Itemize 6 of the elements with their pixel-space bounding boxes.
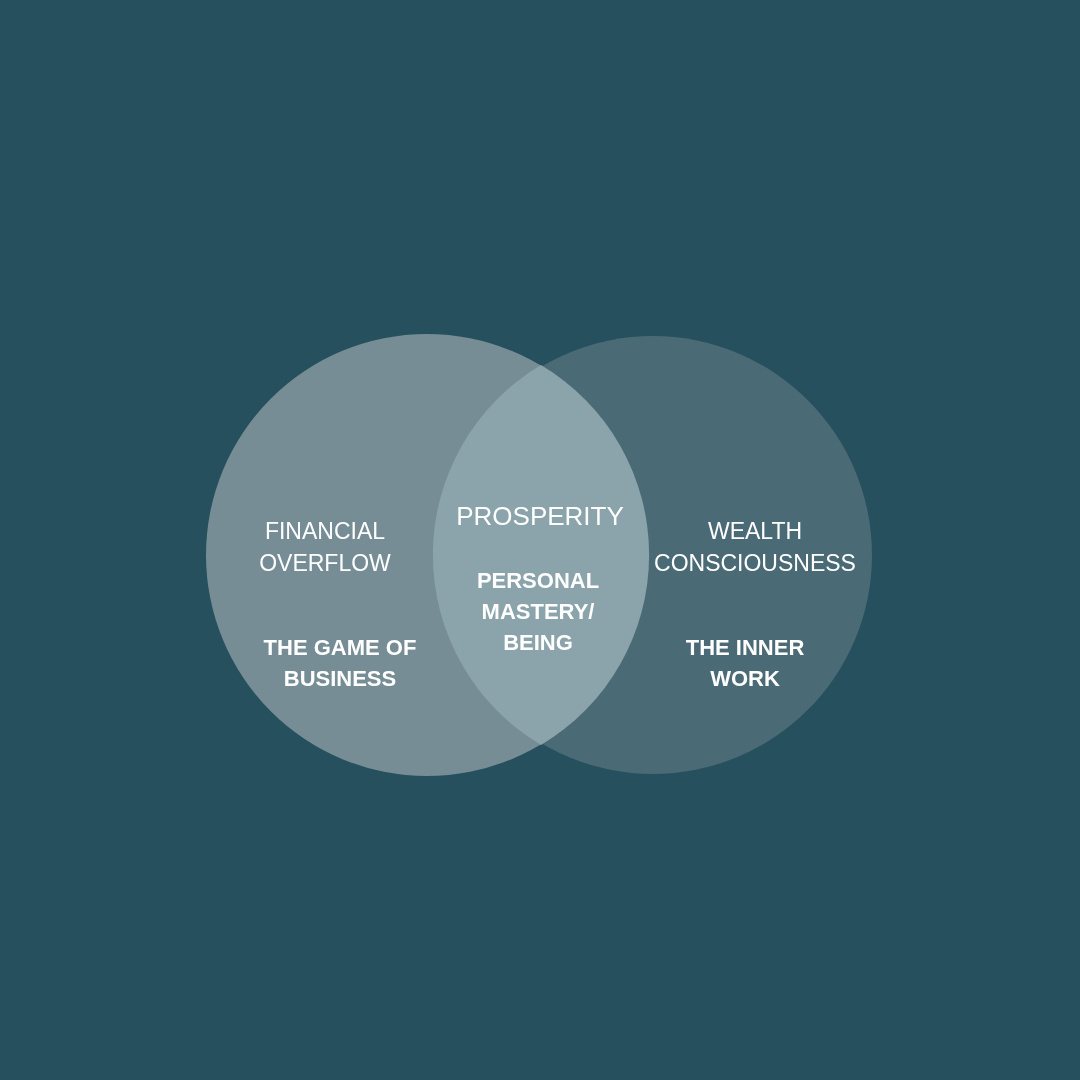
circle-label: WEALTH CONSCIOUSNESS xyxy=(653,517,857,579)
overlap-label: PROSPERITY xyxy=(455,500,625,533)
circle-theme: THE INNER WORK xyxy=(684,634,806,693)
circle-theme: THE GAME OF BUSINESS xyxy=(262,634,418,693)
overlap-theme: PERSONAL MASTERY/ BEING xyxy=(475,567,601,657)
circle-label: FINANCIAL OVERFLOW xyxy=(258,517,392,579)
